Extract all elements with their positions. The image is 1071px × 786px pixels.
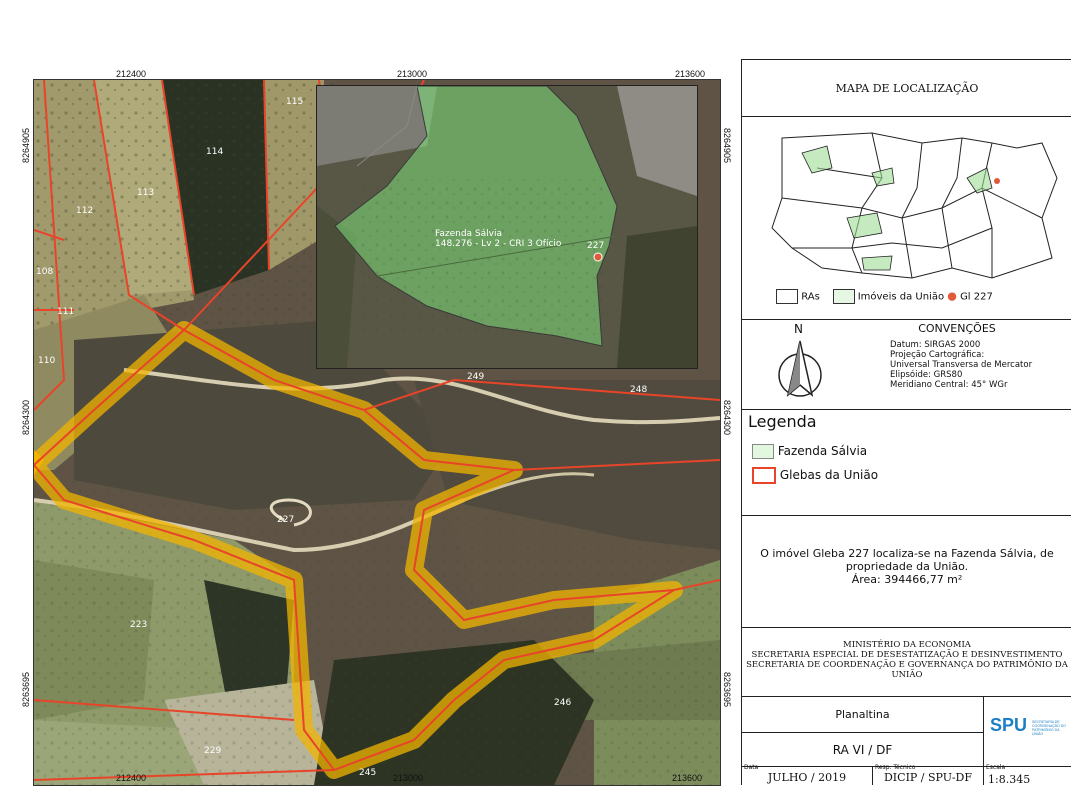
institution-line4: UNIÃO (891, 670, 923, 680)
institution-line3: SECRETARIA DE COORDENAÇÃO E GOVERNANÇA D… (746, 660, 1068, 670)
region-cell: RA VI / DF (742, 733, 984, 767)
coord-left-3: 8263695 (21, 672, 31, 708)
coord-right-3: 8263695 (722, 672, 732, 708)
north-label: N (794, 322, 803, 336)
projection-text: Projeção Cartográfica: (890, 350, 985, 360)
datum-text: Datum: SIRGAS 2000 (890, 340, 981, 350)
parcel-label: 229 (204, 746, 222, 756)
locator-canvas (771, 132, 1058, 279)
date-value: JULHO / 2019 (767, 771, 847, 784)
parcel-label: 245 (359, 768, 377, 778)
tech-label: Resp. Técnico (875, 764, 916, 771)
imoveis-swatch-icon (832, 289, 855, 304)
coord-left-2: 8264300 (21, 400, 31, 436)
scale-value: 1:8.345 (988, 773, 1031, 786)
coord-bottom-3: 213600 (672, 773, 703, 783)
gleba-227-point[interactable] (593, 252, 603, 262)
parcel-label: 248 (630, 385, 648, 395)
map-info-panel: MAPA DE LOCALIZAÇÃO (741, 59, 1071, 786)
legend-item-fazenda: Fazenda Sálvia (752, 444, 867, 459)
point-dot-icon: ● (947, 289, 957, 303)
ras-swatch-icon (776, 289, 798, 304)
coord-left-1: 8264905 (21, 128, 31, 164)
institution-line2: SECRETARIA ESPECIAL DE DESESTATIZAÇÃO E … (751, 650, 1063, 660)
parcel-label: 223 (130, 620, 148, 630)
parcel-label: 110 (38, 356, 56, 366)
locator-map[interactable]: RAs Imóveis da União ● Gl 227 (742, 116, 1071, 320)
tech-value: DICIP / SPU-DF (883, 771, 973, 784)
parcel-label: 246 (554, 698, 572, 708)
location-map-title: MAPA DE LOCALIZAÇÃO (835, 82, 979, 95)
fazenda-swatch-icon (752, 444, 774, 459)
conventions-text: Datum: SIRGAS 2000 Projeção Cartográfica… (890, 340, 1032, 390)
description-area: Área: 394466,77 m² (851, 573, 963, 586)
inset-point-label: 227 (587, 241, 605, 251)
place-text: Planaltina (835, 708, 890, 721)
institution-section: MINISTÉRIO DA ECONOMIA SECRETARIA ESPECI… (742, 627, 1071, 697)
imoveis-label: Imóveis da União (857, 291, 945, 303)
legend-item-label: Fazenda Sálvia (777, 444, 868, 458)
scale-label: Escala (986, 764, 1006, 771)
coord-top-2: 213000 (397, 69, 428, 79)
inset-canvas (317, 86, 697, 368)
parcel-label: 227 (277, 515, 295, 525)
coord-top-3: 213600 (675, 69, 706, 79)
date-label: Data (744, 764, 759, 771)
coord-right-2: 8264300 (722, 400, 732, 436)
conventions-title: CONVENÇÕES (918, 322, 996, 335)
glebas-swatch-icon (752, 467, 776, 484)
parcel-label: 108 (36, 267, 54, 277)
fazenda-label: Fazenda Sálvia 148.276 - Lv 2 - CRI 3 Of… (435, 229, 561, 249)
parcel-label: 115 (286, 97, 304, 107)
coord-top-1: 212400 (116, 69, 147, 79)
date-cell: Data JULHO / 2019 (742, 764, 873, 785)
inset-map[interactable]: Fazenda Sálvia 148.276 - Lv 2 - CRI 3 Of… (316, 85, 698, 369)
description-line1: O imóvel Gleba 227 localiza-se na Fazend… (760, 547, 1054, 560)
institution-line1: MINISTÉRIO DA ECONOMIA (843, 640, 971, 650)
place-cell: Planaltina (742, 696, 984, 733)
legend-title: Legenda (748, 412, 817, 431)
locator-point-icon (994, 178, 1000, 184)
coord-bottom-1: 212400 (116, 773, 147, 783)
ellipsoid-text: Elipsóide: GRS80 (890, 370, 963, 380)
parcel-label: 114 (206, 147, 224, 157)
fazenda-label-line1: Fazenda Sálvia (435, 229, 502, 239)
parcel-label: 113 (137, 188, 155, 198)
description-line2: propriedade da União. (845, 560, 969, 573)
legend-item-label: Glebas da União (779, 468, 879, 482)
locator-legend: RAs Imóveis da União ● Gl 227 (776, 289, 993, 304)
scale-cell: Escala 1:8.345 (984, 764, 1071, 786)
coord-bottom-2: 213000 (393, 773, 424, 783)
spu-logo: SPU SECRETARIA DE COORDENAÇÃO DO PATRIMÔ… (984, 696, 1071, 767)
north-arrow-icon (778, 340, 822, 397)
description-section: O imóvel Gleba 227 localiza-se na Fazend… (742, 515, 1071, 628)
conventions-section: N CONVENÇÕES Datum: SIRGAS 2000 Projeção… (742, 319, 1071, 410)
meridian-text: Meridiano Central: 45° WGr (890, 380, 1008, 390)
tech-cell: Resp. Técnico DICIP / SPU-DF (873, 764, 984, 785)
parcel-label: 111 (57, 307, 75, 317)
utm-text: Universal Transversa de Mercator (890, 360, 1033, 370)
parcel-label: 249 (467, 372, 485, 382)
fazenda-label-line2: 148.276 - Lv 2 - CRI 3 Ofício (435, 239, 562, 249)
coord-right-1: 8264905 (722, 128, 732, 164)
spu-logo-text: SPU (990, 715, 1028, 735)
glebas-boundaries (34, 80, 720, 781)
legend-section: Legenda Fazenda Sálvia Glebas da União (742, 409, 1071, 516)
gl-label: Gl 227 (960, 291, 993, 303)
region-text: RA VI / DF (832, 743, 893, 757)
ras-label: RAs (801, 291, 820, 303)
parcel-label: 112 (76, 206, 94, 216)
legend-item-glebas: Glebas da União (752, 467, 878, 484)
location-map-header: MAPA DE LOCALIZAÇÃO (742, 60, 1071, 117)
spu-logo-subtext: SECRETARIA DE COORDENAÇÃO DO PATRIMÔNIO … (1032, 720, 1067, 736)
